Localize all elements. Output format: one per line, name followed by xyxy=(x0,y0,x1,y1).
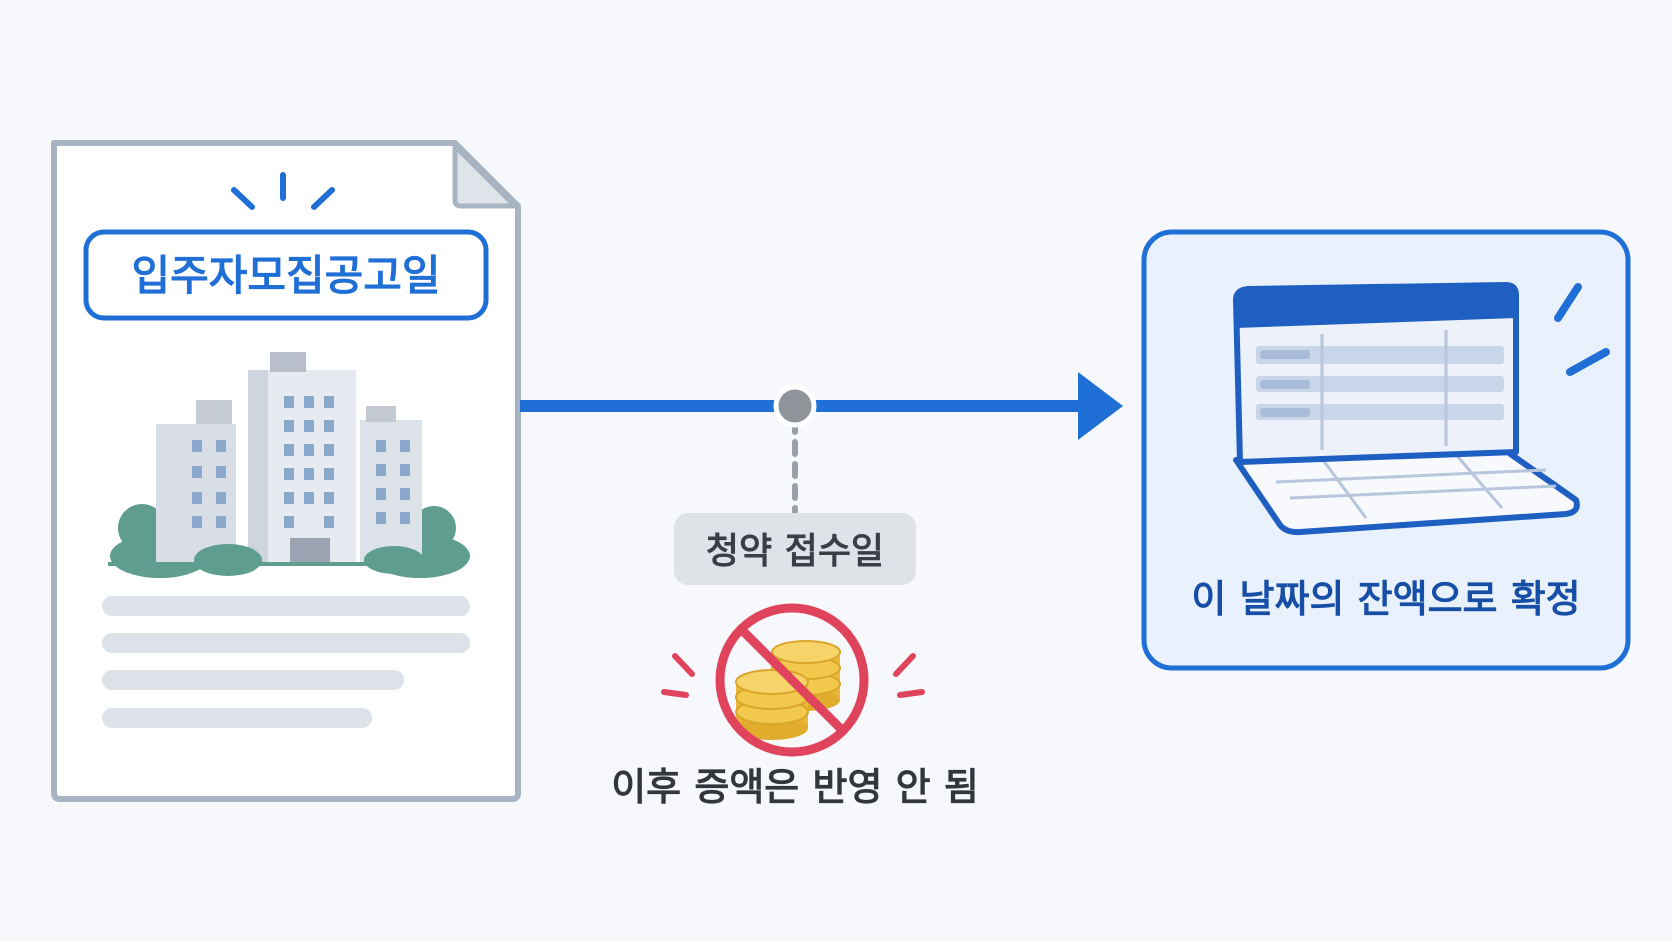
document-text-lines xyxy=(102,596,470,728)
sparkle-rays-icon xyxy=(1554,283,1610,376)
result-card: 이 날짜의 잔액으로 확정 xyxy=(1141,229,1631,671)
announcement-document: 입주자모집공고일 xyxy=(51,140,521,802)
attention-rays-icon xyxy=(231,172,335,210)
warning-rays-icon xyxy=(661,653,925,698)
document-title: 입주자모집공고일 xyxy=(131,251,440,300)
result-caption: 이 날짜의 잔액으로 확정 xyxy=(1191,577,1580,621)
laptop-ledger-icon xyxy=(1233,282,1610,536)
point-label: 청약 접수일 xyxy=(706,531,884,572)
prohibit-coins-icon xyxy=(661,603,925,757)
prohibit-slash xyxy=(736,624,848,736)
note-text: 이후 증액은 반영 안 됨 xyxy=(611,765,979,809)
timeline-point-marker xyxy=(773,384,817,428)
arrow-head-icon xyxy=(1078,372,1123,440)
document-fold xyxy=(452,143,518,209)
buildings-icon xyxy=(108,352,470,578)
timeline-arrow xyxy=(520,372,1123,515)
point-label-badge xyxy=(674,513,916,585)
document-title-badge xyxy=(83,229,489,321)
prohibit-circle xyxy=(715,603,869,757)
